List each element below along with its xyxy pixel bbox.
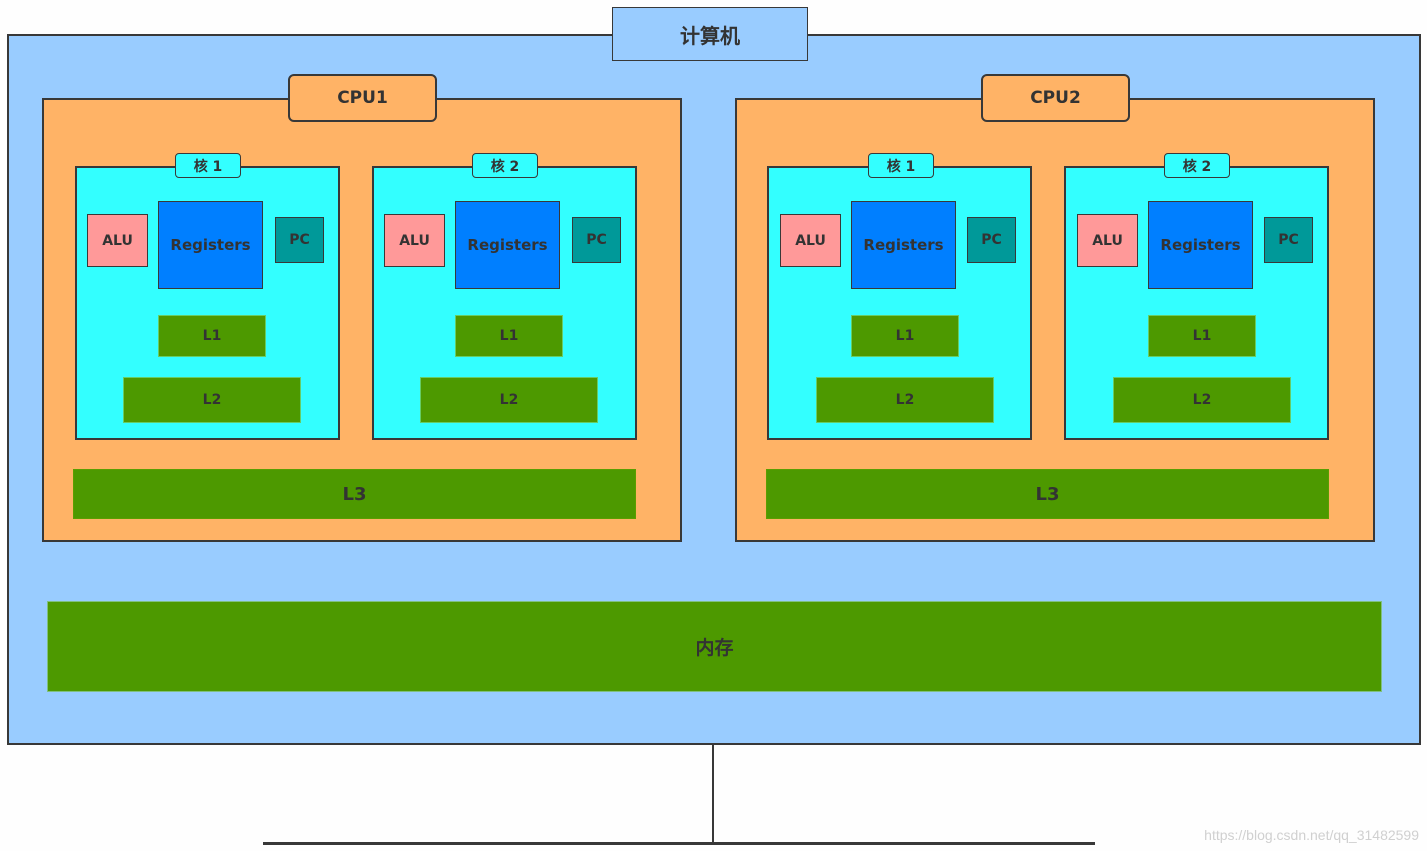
cpu2-core2-alu: ALU — [1077, 214, 1138, 267]
cpu1-core1-alu: ALU — [87, 214, 148, 267]
cpu2-core1-registers: Registers — [851, 201, 956, 289]
cpu1-core2-title: 核 2 — [472, 153, 538, 178]
cpu2-core1-title: 核 1 — [868, 153, 934, 178]
cpu2-core2-title: 核 2 — [1164, 153, 1230, 178]
cpu2-core1-pc: PC — [967, 217, 1016, 263]
cpu1-core1-pc: PC — [275, 217, 324, 263]
cpu2-title: CPU2 — [981, 74, 1130, 122]
cpu1-title: CPU1 — [288, 74, 437, 122]
bus-connector-vertical — [712, 745, 714, 843]
cpu2-core1-l1: L1 — [851, 315, 959, 357]
cpu1-core2-l2: L2 — [420, 377, 598, 423]
cpu1-core2-l1: L1 — [455, 315, 563, 357]
cpu1-core2-alu: ALU — [384, 214, 445, 267]
cpu1-core2-pc: PC — [572, 217, 621, 263]
memory-box: 内存 — [47, 601, 1382, 692]
cpu1-core2-registers: Registers — [455, 201, 560, 289]
cpu2-l3: L3 — [766, 469, 1329, 519]
cpu2-core2-pc: PC — [1264, 217, 1313, 263]
cpu1-core1-l1: L1 — [158, 315, 266, 357]
cpu1-core1-title: 核 1 — [175, 153, 241, 178]
cpu2-core2-l1: L1 — [1148, 315, 1256, 357]
watermark-text: https://blog.csdn.net/qq_31482599 — [1204, 827, 1419, 843]
cpu2-core1-alu: ALU — [780, 214, 841, 267]
cpu2-core2-registers: Registers — [1148, 201, 1253, 289]
cpu1-core1-registers: Registers — [158, 201, 263, 289]
computer-title: 计算机 — [612, 7, 808, 61]
cpu1-core1-l2: L2 — [123, 377, 301, 423]
cpu2-core1-l2: L2 — [816, 377, 994, 423]
cpu1-l3: L3 — [73, 469, 636, 519]
bus-line-horizontal — [263, 842, 1095, 845]
cpu2-core2-l2: L2 — [1113, 377, 1291, 423]
